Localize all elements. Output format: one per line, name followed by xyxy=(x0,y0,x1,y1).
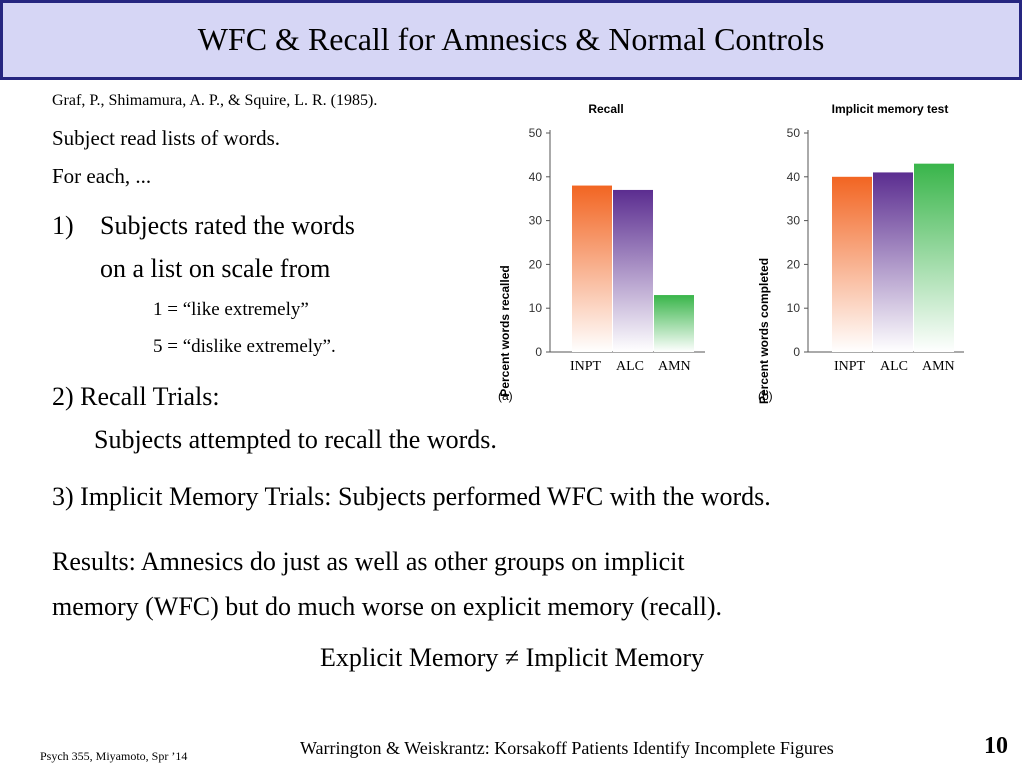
slide-title: WFC & Recall for Amnesics & Normal Contr… xyxy=(197,21,825,57)
chart-implicit-category-label: INPT xyxy=(834,359,866,374)
chart-implicit-y-tick-label: 30 xyxy=(787,214,801,228)
chart-implicit-y-tick-label: 50 xyxy=(787,126,801,140)
chart-recall-y-label: Percent words recalled xyxy=(498,265,512,396)
chart-recall-y-tick-label: 40 xyxy=(529,170,543,184)
chart-recall-bar-amn xyxy=(654,295,694,352)
chart-recall-svg: Recall Percent words recalled 0 10 20 30 40 5… xyxy=(498,102,705,403)
citation: Graf, P., Shimamura, A. P., & Squire, L.… xyxy=(52,92,378,109)
chart-recall-y-tick-label: 50 xyxy=(529,126,543,140)
page-number: 10 xyxy=(984,733,1008,759)
intro-line-1: Subject read lists of words. xyxy=(52,126,281,150)
chart-implicit-y-tick-label: 0 xyxy=(793,345,800,359)
item-1-line-1: Subjects rated the words xyxy=(100,211,355,240)
chart-recall-y-tick-label: 30 xyxy=(529,214,543,228)
chart-recall-y-tick-label: 20 xyxy=(529,257,543,271)
chart-recall-y-tick-label: 0 xyxy=(535,345,542,359)
chart-recall-bar-inpt xyxy=(572,185,612,352)
chart-recall-panel-label: (a) xyxy=(498,389,513,403)
chart-implicit-panel-label: (b) xyxy=(758,389,773,403)
scale-point-5: 5 = “dislike extremely”. xyxy=(153,336,336,357)
chart-implicit-title: Implicit memory test xyxy=(832,102,949,116)
chart-implicit-svg: Implicit memory test Percent words compl… xyxy=(757,102,964,404)
chart-recall-bar-alc xyxy=(613,189,653,352)
chart-implicit-y-tick-label: 10 xyxy=(787,301,801,315)
chart-implicit-bar-amn xyxy=(914,163,954,352)
chart-recall-y-tick-label: 10 xyxy=(529,301,543,315)
chart-implicit-category-label: ALC xyxy=(880,359,908,374)
item-2-heading: 2) Recall Trials: xyxy=(52,382,220,411)
item-1-line-2: on a list on scale from xyxy=(100,254,331,283)
chart-recall-category-label: AMN xyxy=(658,359,691,374)
chart-recall-title: Recall xyxy=(588,102,623,116)
chart-implicit-y-label: Percent words completed xyxy=(757,258,771,404)
footer-next-topic: Warrington & Weiskrantz: Korsakoff Patie… xyxy=(300,738,834,758)
chart-implicit: Implicit memory test Percent words compl… xyxy=(752,90,1012,415)
results-line-2: memory (WFC) but do much worse on explic… xyxy=(52,592,723,621)
item-2-detail: Subjects attempted to recall the words. xyxy=(94,425,497,454)
footer-course: Psych 355, Miyamoto, Spr ’14 xyxy=(40,749,188,763)
results-line-1: Results: Amnesics do just as well as oth… xyxy=(52,547,685,576)
intro-line-2: For each, ... xyxy=(52,164,152,188)
chart-implicit-y-tick-label: 20 xyxy=(787,257,801,271)
chart-recall: Recall Percent words recalled 0 10 20 30 40 5… xyxy=(490,90,750,415)
chart-recall-category-label: ALC xyxy=(616,359,644,374)
scale-point-1: 1 = “like extremely” xyxy=(153,299,309,320)
item-1-number: 1) xyxy=(52,211,74,240)
chart-implicit-y-tick-label: 40 xyxy=(787,170,801,184)
conclusion: Explicit Memory ≠ Implicit Memory xyxy=(320,643,704,672)
chart-implicit-category-label: AMN xyxy=(922,359,955,374)
item-3: 3) Implicit Memory Trials: Subjects perf… xyxy=(52,482,771,511)
title-bar: WFC & Recall for Amnesics & Normal Contr… xyxy=(0,0,1022,80)
chart-implicit-bar-inpt xyxy=(832,176,872,352)
chart-implicit-bar-alc xyxy=(873,172,913,352)
chart-recall-category-label: INPT xyxy=(570,359,602,374)
